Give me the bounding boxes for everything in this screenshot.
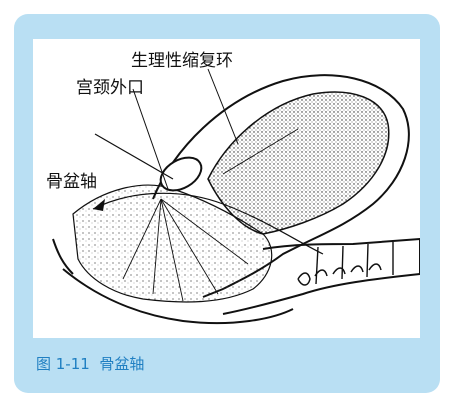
line-vagina <box>95 134 173 179</box>
coccyx-segments <box>298 264 381 285</box>
figure-caption: 图 1-11 骨盆轴 <box>36 357 144 372</box>
label-external-os: 宫颈外口 <box>76 80 144 97</box>
pubis <box>53 239 73 274</box>
leader-ring <box>208 69 238 144</box>
figure-panel: 生理性缩复环 宫颈外口 骨盆轴 <box>33 39 420 338</box>
caption-number: 图 1-11 <box>36 355 90 373</box>
label-pelvic-axis: 骨盆轴 <box>46 174 97 191</box>
label-retraction-ring: 生理性缩复环 <box>131 53 233 70</box>
caption-title: 骨盆轴 <box>99 355 144 373</box>
leader-os <box>133 89 168 189</box>
